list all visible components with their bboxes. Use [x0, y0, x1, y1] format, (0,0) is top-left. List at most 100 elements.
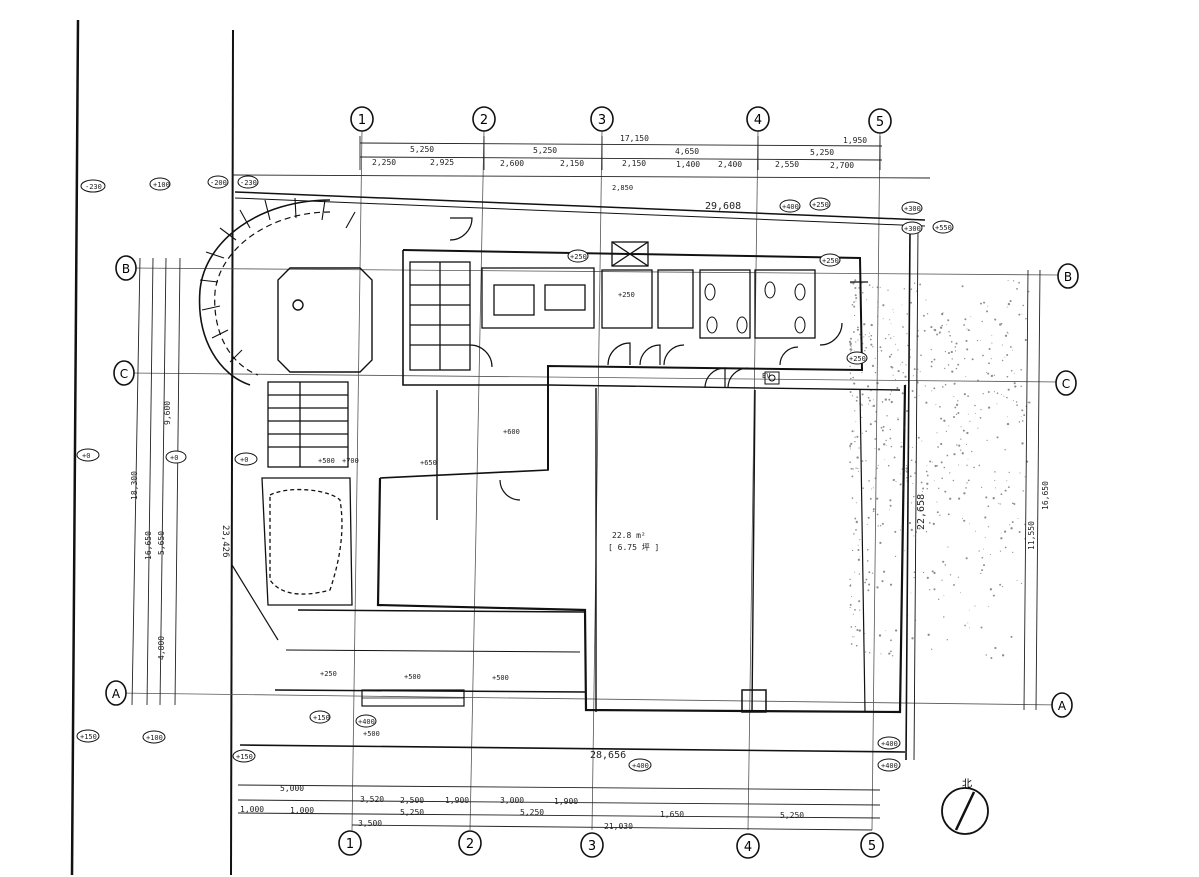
speckle-dot	[876, 286, 879, 289]
speckle-dot	[900, 445, 903, 448]
speckle-dot	[874, 420, 877, 423]
speckle-dot	[856, 328, 859, 331]
speckle-dot	[1018, 530, 1021, 534]
speckle-dot	[992, 594, 995, 597]
speckle-dot	[899, 473, 901, 475]
speckle-dot	[849, 461, 851, 464]
speckle-dot	[884, 398, 887, 401]
speckle-dot	[870, 389, 872, 392]
speckle-dot	[884, 337, 887, 340]
speckle-dot	[910, 592, 912, 594]
speckle-dot	[987, 526, 990, 528]
speckle-dot	[877, 525, 879, 527]
speckle-dot	[888, 398, 891, 401]
speckle-dot	[982, 354, 984, 357]
speckle-dot	[853, 430, 855, 432]
dim-top-lower-3: 2,600	[500, 159, 524, 168]
speckle-dot	[969, 522, 971, 524]
speckle-dot	[880, 653, 882, 655]
speckle-dot	[874, 477, 877, 480]
speckle-dot	[920, 354, 922, 356]
level-marker: +250	[846, 351, 868, 365]
speckle-dot	[881, 522, 884, 525]
grid-bubble-col-2-bottom: 2	[458, 830, 482, 856]
speckle-dot	[891, 655, 894, 657]
grid-bubble-row-a-left: A	[105, 680, 127, 706]
speckle-dot	[855, 300, 857, 302]
speckle-dot	[910, 459, 913, 462]
speckle-dot	[867, 589, 870, 592]
speckle-dot	[926, 464, 928, 466]
speckle-dot	[960, 438, 962, 440]
speckle-dot	[1013, 503, 1016, 505]
speckle-dot	[1020, 385, 1022, 387]
speckle-dot	[849, 391, 852, 393]
speckle-dot	[901, 468, 904, 471]
speckle-dot	[858, 629, 861, 632]
speckle-dot	[854, 517, 857, 520]
speckle-dot	[983, 301, 986, 304]
speckle-dot	[874, 438, 877, 440]
speckle-dot	[852, 613, 854, 615]
speckle-dot	[947, 513, 950, 516]
speckle-dot	[958, 497, 961, 500]
grid-bubble-col-5-bottom: 5	[860, 832, 884, 858]
grid-bubbles-rows: B C A B C A	[105, 255, 1079, 718]
speckle-dot	[977, 427, 979, 429]
speckle-dot	[986, 439, 988, 441]
svg-text:+150: +150	[80, 733, 97, 741]
speckle-dot	[855, 529, 857, 531]
speckle-dot	[850, 626, 853, 628]
speckle-dot	[955, 403, 959, 407]
speckle-dot	[888, 652, 891, 655]
speckle-dot	[964, 624, 966, 627]
dim-top-line: 29,608	[705, 201, 741, 212]
speckle-dot	[906, 476, 908, 479]
speckle-dot	[969, 420, 971, 422]
speckle-dot	[925, 401, 928, 404]
speckle-dot	[896, 387, 899, 389]
speckle-dot	[947, 319, 950, 322]
speckle-dot	[988, 362, 990, 365]
speckle-dot	[1021, 420, 1024, 422]
speckle-dot	[967, 622, 969, 624]
speckle-dot	[963, 393, 966, 396]
speckle-dot	[990, 358, 992, 360]
speckle-dot	[862, 487, 864, 489]
speckle-dot	[1004, 334, 1008, 337]
level-marker: +400	[628, 758, 652, 772]
level-note: +500	[492, 674, 509, 682]
speckle-dot	[906, 480, 909, 482]
speckle-dot	[857, 548, 860, 552]
speckle-dot	[860, 409, 862, 411]
speckle-dot	[1027, 401, 1029, 403]
speckle-dot	[974, 404, 976, 407]
speckle-dot	[991, 334, 993, 336]
speckle-dot	[882, 570, 886, 573]
speckle-dot	[1006, 480, 1008, 482]
dim-right-2: 11,550	[1027, 521, 1036, 550]
speckle-dot	[974, 605, 976, 607]
svg-text:+0: +0	[82, 452, 90, 460]
speckle-dot	[1006, 396, 1008, 399]
speckle-dot	[849, 372, 852, 374]
speckle-dot	[859, 609, 861, 611]
speckle-dot	[982, 548, 984, 550]
dim-top-upper-2: 5,250	[533, 146, 557, 155]
speckle-dot	[922, 314, 925, 317]
speckle-dot	[925, 531, 928, 533]
speckle-dot	[1020, 416, 1022, 417]
speckle-dot	[1022, 304, 1025, 307]
speckle-dot	[874, 371, 877, 374]
speckle-dot	[958, 444, 961, 447]
speckle-dot	[849, 606, 851, 609]
svg-text:+300: +300	[904, 225, 921, 233]
speckle-dot	[1011, 502, 1014, 505]
speckle-dot	[857, 468, 859, 470]
speckle-dot	[897, 417, 899, 419]
speckle-dot	[897, 349, 899, 351]
speckle-dot	[937, 598, 940, 601]
level-marker: +0	[234, 452, 258, 466]
grid-axis-lines	[119, 129, 1061, 831]
north-arrow: 北	[941, 778, 989, 835]
